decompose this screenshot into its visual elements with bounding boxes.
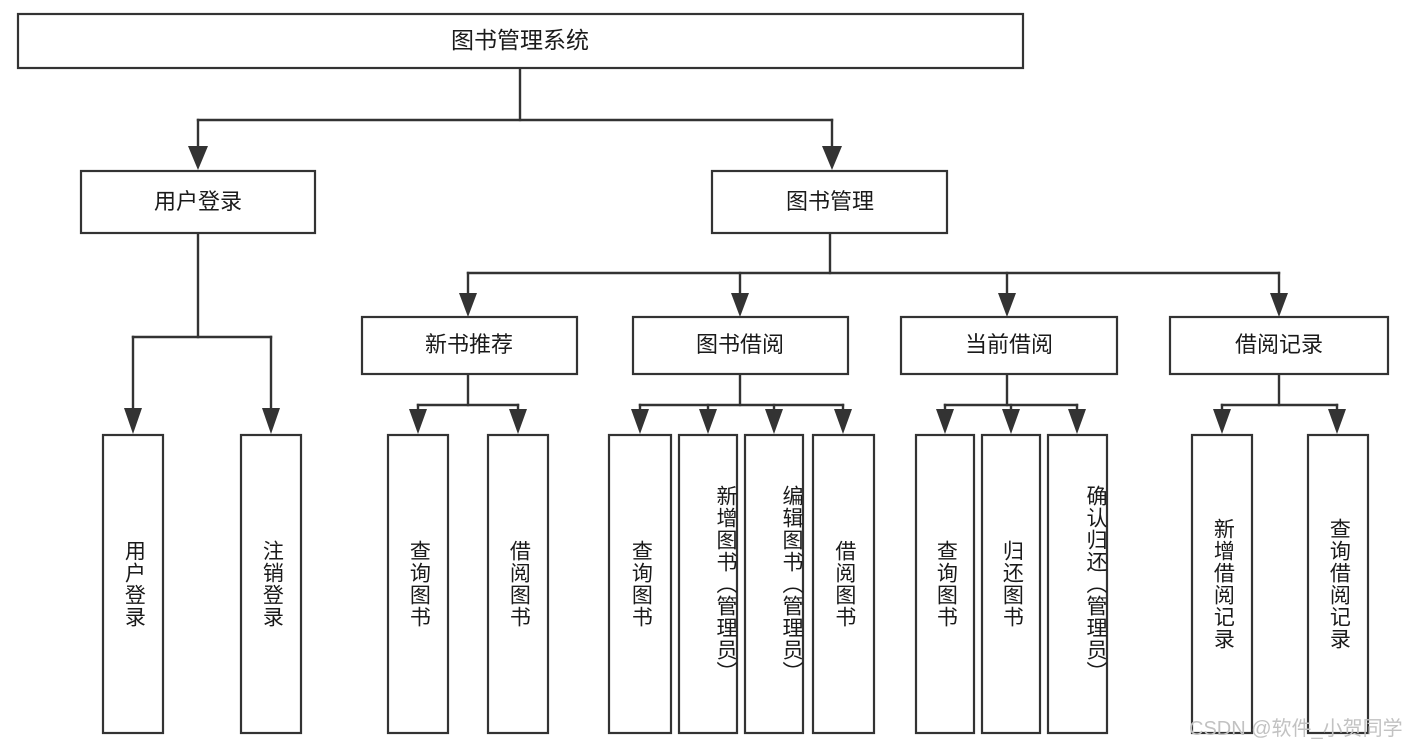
leaf-add-record-box[interactable] xyxy=(1190,433,1254,735)
node-user-login-box[interactable] xyxy=(79,169,317,235)
leaf-add-book-box[interactable] xyxy=(677,433,739,735)
node-title-box[interactable] xyxy=(16,12,1025,70)
leaf-edit-book-box[interactable] xyxy=(743,433,805,735)
node-title-label: 图书管理系统 xyxy=(451,27,589,53)
node-user-login[interactable]: 用户登录 xyxy=(79,169,317,235)
arrow-leaf-add-record xyxy=(1213,409,1231,434)
leaf-borrow-book-1-box[interactable] xyxy=(486,433,550,735)
leaf-query-book-2-box[interactable] xyxy=(607,433,673,735)
node-borrow-record[interactable]: 借阅记录 xyxy=(1168,315,1390,376)
node-borrow-record-label: 借阅记录 xyxy=(1235,332,1323,357)
leaf-user-login-box[interactable] xyxy=(101,433,165,735)
node-book-management-label: 图书管理 xyxy=(786,189,874,214)
connector-group-new-book-recommend xyxy=(409,372,527,434)
connector-group-user-login xyxy=(124,231,280,434)
node-user-login-label: 用户登录 xyxy=(154,189,242,214)
leaf-query-record-box[interactable] xyxy=(1306,433,1370,735)
leaf-return-book-box[interactable] xyxy=(980,433,1042,735)
connector-group-root xyxy=(188,66,842,170)
arrow-root-to-book-mgmt xyxy=(822,146,842,170)
connector-group-borrow-record xyxy=(1213,372,1346,434)
arrow-leaf-borrow-book-2 xyxy=(834,409,852,434)
arrow-to-current-borrow xyxy=(998,293,1016,317)
arrow-leaf-user-login xyxy=(124,408,142,434)
arrow-leaf-add-book xyxy=(699,409,717,434)
node-new-book-recommend-label: 新书推荐 xyxy=(425,332,513,357)
arrow-leaf-confirm-return xyxy=(1068,409,1086,434)
leaf-confirm-return-box[interactable] xyxy=(1046,433,1109,735)
connector-group-book-borrow xyxy=(631,372,852,434)
arrow-leaf-borrow-book-1 xyxy=(509,409,527,434)
csdn-watermark: CSDN @软件_小贺同学 xyxy=(1189,718,1403,740)
arrow-to-new-book-recommend xyxy=(459,293,477,317)
node-book-management-box[interactable] xyxy=(710,169,949,235)
arrow-leaf-return-book xyxy=(1002,409,1020,434)
arrow-leaf-logout xyxy=(262,408,280,434)
node-current-borrow-box[interactable] xyxy=(899,315,1119,376)
connector-group-book-mgmt xyxy=(459,231,1288,317)
node-current-borrow[interactable]: 当前借阅 xyxy=(899,315,1119,376)
arrow-to-borrow-record xyxy=(1270,293,1288,317)
leaf-query-book-1-box[interactable] xyxy=(386,433,450,735)
node-title[interactable]: 图书管理系统 xyxy=(16,12,1025,70)
leaf-query-book-3-box[interactable] xyxy=(914,433,976,735)
node-new-book-recommend-box[interactable] xyxy=(360,315,579,376)
arrow-leaf-edit-book xyxy=(765,409,783,434)
leaf-logout-box[interactable] xyxy=(239,433,303,735)
leaf-borrow-book-2-box[interactable] xyxy=(811,433,876,735)
arrow-leaf-query-book-3 xyxy=(936,409,954,434)
node-book-borrow-label: 图书借阅 xyxy=(696,332,784,357)
node-current-borrow-label: 当前借阅 xyxy=(965,332,1053,357)
arrow-root-to-user-login xyxy=(188,146,208,170)
connector-group-current-borrow xyxy=(936,372,1086,434)
node-book-borrow[interactable]: 图书借阅 xyxy=(631,315,850,376)
arrow-to-book-borrow xyxy=(731,293,749,317)
node-borrow-record-box[interactable] xyxy=(1168,315,1390,376)
arrow-leaf-query-record xyxy=(1328,409,1346,434)
arrow-leaf-query-book-1 xyxy=(409,409,427,434)
arrow-leaf-query-book-2 xyxy=(631,409,649,434)
node-new-book-recommend[interactable]: 新书推荐 xyxy=(360,315,579,376)
node-book-management[interactable]: 图书管理 xyxy=(710,169,949,235)
leaf-boxes-group xyxy=(101,433,1370,735)
node-book-borrow-box[interactable] xyxy=(631,315,850,376)
